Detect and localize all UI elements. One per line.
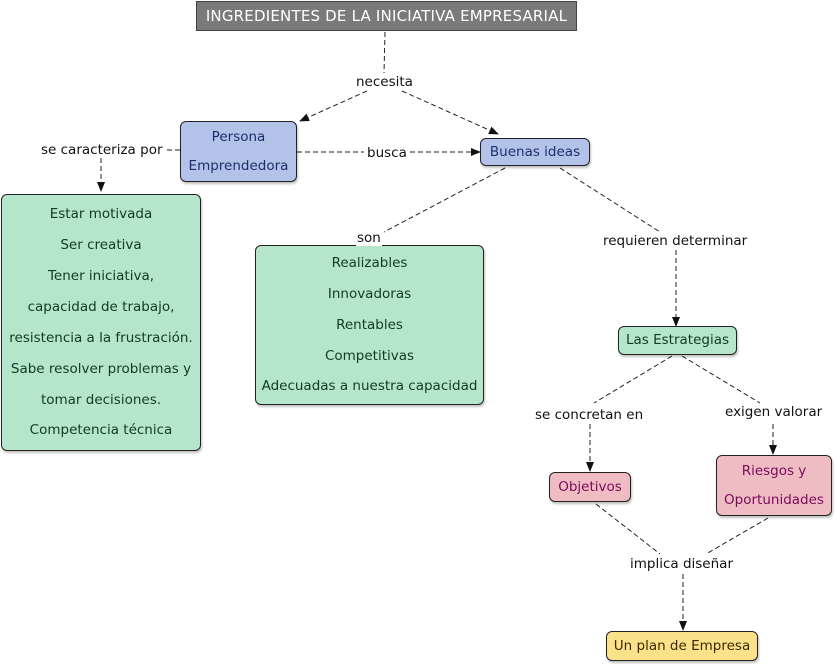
node-line: Sabe resolver problemas y xyxy=(10,360,192,377)
node-line: Un plan de Empresa xyxy=(613,637,751,654)
node-line: Objetivos xyxy=(558,478,622,495)
node-las-estrategias[interactable]: Las Estrategias xyxy=(618,326,737,355)
node-line: Rentables xyxy=(336,316,403,333)
node-buenas-ideas[interactable]: Buenas ideas xyxy=(480,138,590,166)
edge-estrategias-concretan xyxy=(593,355,673,404)
link-se-concretan-en: se concretan en xyxy=(534,407,645,423)
link-exigen-valorar: exigen valorar xyxy=(724,404,824,420)
node-line: Tener iniciativa, xyxy=(47,268,155,285)
node-line: Buenas ideas xyxy=(489,143,581,160)
node-line: Oportunidades xyxy=(724,492,824,509)
node-line: Las Estrategias xyxy=(625,332,730,349)
edge-objetivos-implica xyxy=(595,503,661,555)
node-line: capacidad de trabajo, xyxy=(27,298,175,315)
edge-riesgos-implica xyxy=(705,517,769,555)
link-busca: busca xyxy=(366,145,408,161)
edge-necesita-ideas xyxy=(401,90,499,135)
link-necesita: necesita xyxy=(355,74,414,90)
edge-title-necesita xyxy=(383,31,386,74)
node-line: tomar decisiones. xyxy=(40,391,162,408)
node-line: resistencia a la frustración. xyxy=(9,329,193,346)
link-implica-disenar: implica diseñar xyxy=(629,556,734,572)
edge-ideas-son xyxy=(383,167,506,233)
node-line: Adecuadas a nuestra capacidad xyxy=(261,378,478,395)
node-line: Competitivas xyxy=(324,347,415,364)
node-ideas-son[interactable]: Realizables Innovadoras Rentables Compet… xyxy=(255,245,484,405)
node-line: Innovadoras xyxy=(327,286,412,303)
node-line: Persona xyxy=(211,128,266,145)
node-line: Ser creativa xyxy=(60,237,142,254)
node-plan-empresa[interactable]: Un plan de Empresa xyxy=(606,631,758,661)
node-line: Emprendedora xyxy=(188,158,289,175)
link-requieren-determinar: requieren determinar xyxy=(602,233,749,249)
node-line: Estar motivada xyxy=(49,206,153,223)
node-riesgos-oportunidades[interactable]: Riesgos y Oportunidades xyxy=(716,455,832,516)
node-persona-emprendedora[interactable]: Persona Emprendedora xyxy=(180,121,297,182)
node-line: Realizables xyxy=(331,255,408,272)
node-caracteristicas[interactable]: Estar motivada Ser creativa Tener inicia… xyxy=(1,194,201,451)
map-title: INGREDIENTES DE LA INICIATIVA EMPRESARIA… xyxy=(196,1,577,31)
edge-necesita-persona xyxy=(299,90,368,122)
link-se-caracteriza-por: se caracteriza por xyxy=(40,142,164,158)
node-line: Competencia técnica xyxy=(29,422,173,439)
edge-ideas-requieren xyxy=(559,167,661,233)
link-son: son xyxy=(356,230,382,246)
edge-estrategias-exigen xyxy=(681,355,761,404)
node-objetivos[interactable]: Objetivos xyxy=(549,472,631,502)
node-line: Riesgos y xyxy=(741,462,807,479)
